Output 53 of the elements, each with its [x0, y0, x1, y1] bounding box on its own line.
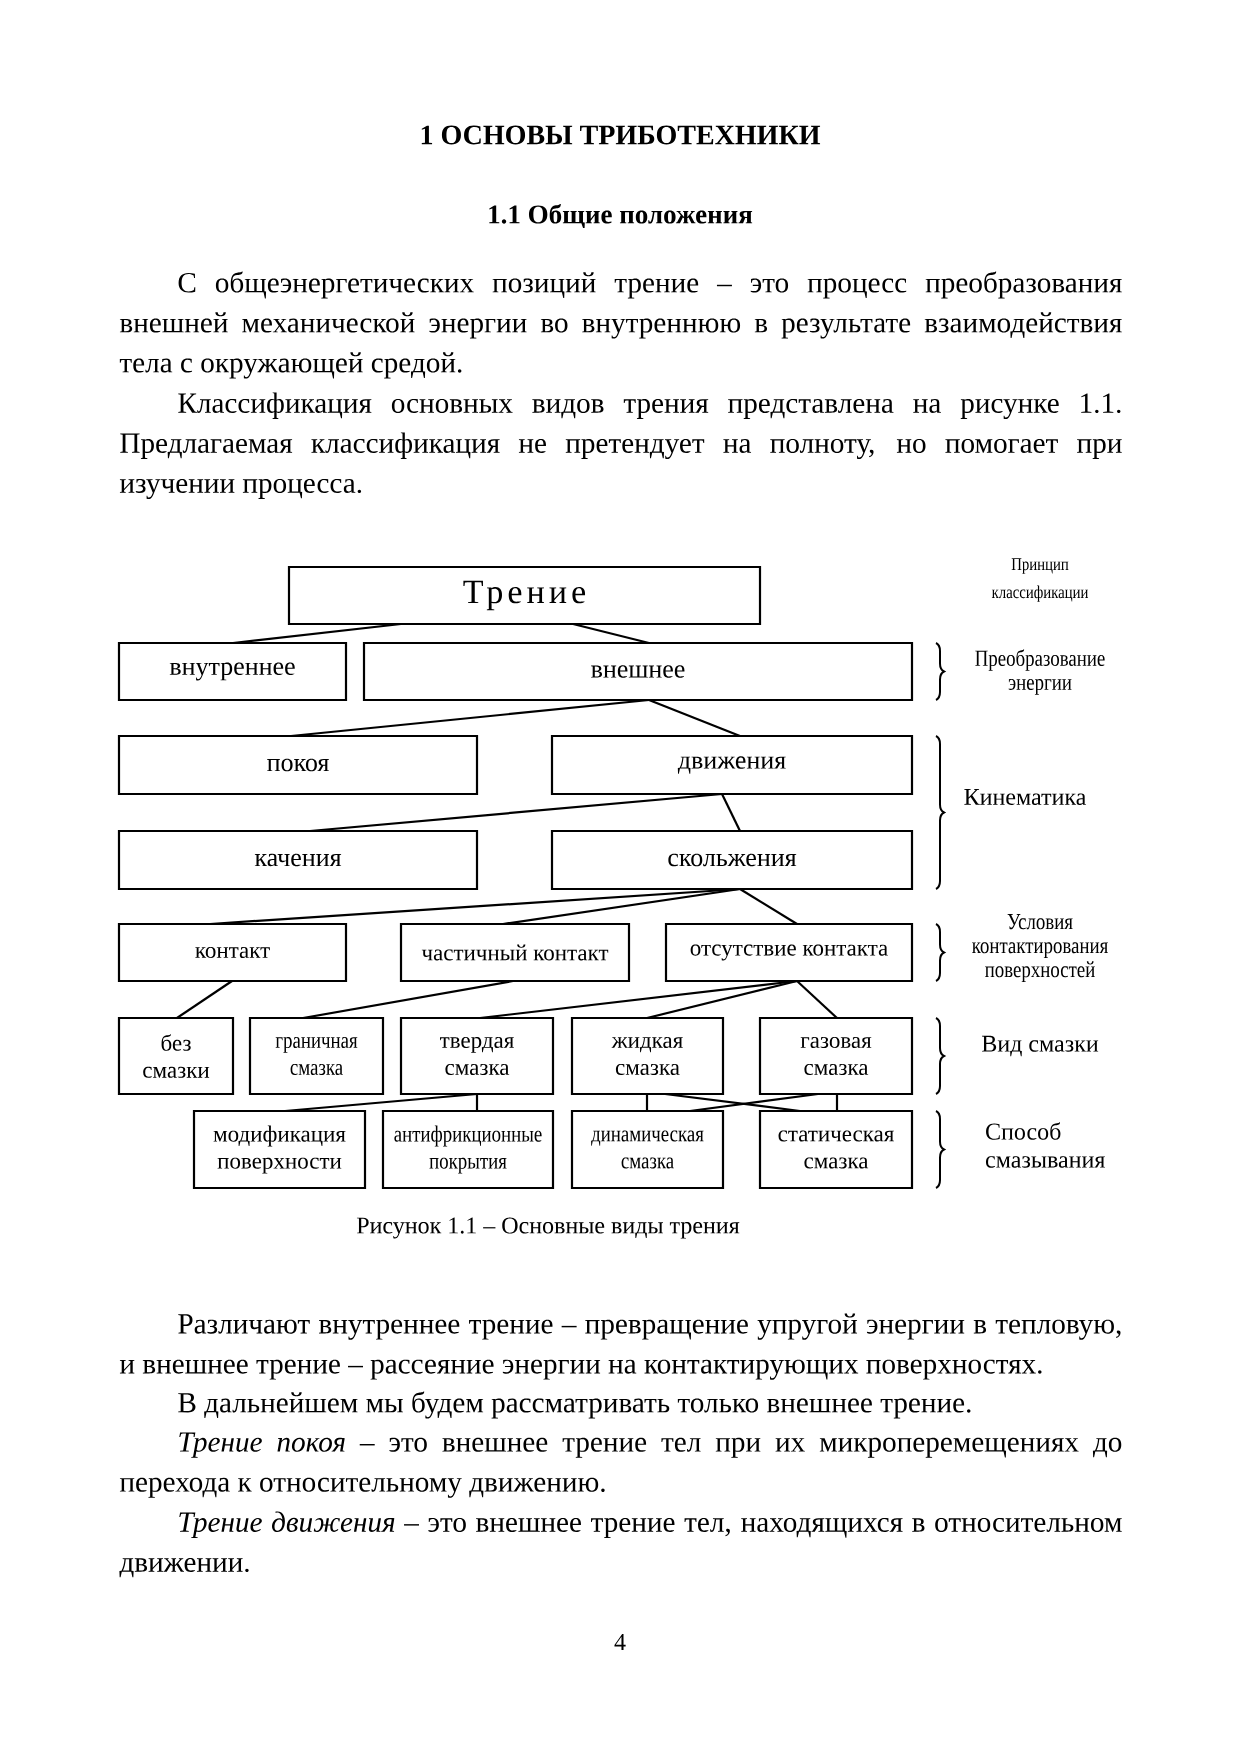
- class-box: антифрикционные покрытия: [381, 1109, 555, 1190]
- class-box: движения: [550, 734, 914, 796]
- connector-line: [302, 979, 514, 1020]
- class-box: качения: [117, 829, 479, 891]
- class-box: твердая смазка: [399, 1016, 555, 1096]
- level-label: Условия контактирования поверхностей: [972, 914, 1108, 982]
- level-label: Преобразование энергии: [975, 649, 1105, 695]
- column-heading: Принцип классификации: [991, 558, 1089, 602]
- connector-line: [739, 888, 798, 925]
- class-box: частичный контакт: [399, 922, 631, 983]
- connector-line: [664, 1092, 801, 1113]
- subheading: 1.1 Общие положения: [489, 204, 753, 229]
- paragraph: Различают внутреннее трение – превращение упругой энергии в тепловую, и внешнее трение – рассеяние энергии на контактирующих поверхностях.: [119, 1313, 1121, 1380]
- class-box: контакт: [117, 922, 348, 983]
- class-box: динамическая смазка: [570, 1109, 725, 1190]
- connector-line: [835, 1094, 839, 1111]
- paragraph: В дальнейшем мы будем рассматривать только внешнее трение.: [178, 1391, 971, 1419]
- connector-line: [309, 792, 723, 833]
- heading: 1 ОСНОВЫ ТРИБОТЕХНИКИ: [421, 125, 821, 145]
- class-box: покоя: [117, 734, 479, 796]
- class-box: жидкая смазка: [570, 1016, 725, 1096]
- connector-line: [721, 793, 741, 832]
- class-box: статическая смазка: [758, 1109, 914, 1190]
- connector-line: [648, 699, 741, 738]
- connector-line: [284, 1092, 478, 1113]
- level-label: Кинематика: [964, 789, 1087, 805]
- paragraph: С общеэнергетических позиций трение – это процесс преобразования внешней механической энергии во внутреннюю в результате взаимодействия тела с окружающей средой.: [119, 271, 1122, 379]
- page-number: 4: [614, 1634, 626, 1650]
- connector-line: [290, 698, 650, 738]
- paragraph: Трение движения – это внешнее трение тел, находящихся в относительном движении.: [119, 1511, 1122, 1578]
- class-box: модификация поверхности: [192, 1109, 367, 1190]
- connector-line: [176, 980, 233, 1019]
- connector-line: [645, 1094, 649, 1111]
- paragraph: Трение покоя – это внешнее трение тел при их микроперемещениях до перехода к относительному движению.: [119, 1432, 1122, 1498]
- class-box: внутреннее: [117, 641, 348, 702]
- paragraph: Классификация основных видов трения представлена на рисунке 1.1. Предлагаемая классификация не претендует на полноту, но помогает при изучении процесса.: [119, 392, 1122, 499]
- class-box: Трение: [287, 565, 762, 626]
- class-box: отсутствие контакта: [664, 922, 914, 983]
- connector-line: [796, 980, 838, 1019]
- figure-caption: Рисунок 1.1 – Основные виды трения: [356, 1217, 740, 1239]
- connector-line: [646, 979, 798, 1020]
- class-box: внешнее: [362, 641, 914, 702]
- class-box: без смазки: [117, 1016, 235, 1096]
- class-box: газовая смазка: [758, 1016, 914, 1096]
- connector-line: [689, 1092, 819, 1113]
- level-label: Вид смазки: [982, 1035, 1099, 1057]
- connector-line: [502, 887, 741, 926]
- connector-line: [232, 622, 402, 645]
- level-label: Способ смазывания: [986, 1122, 1105, 1168]
- class-box: граничная смазка: [248, 1016, 385, 1096]
- connector-line: [475, 1094, 479, 1111]
- connector-line: [572, 622, 650, 645]
- class-box: скольжения: [550, 829, 914, 891]
